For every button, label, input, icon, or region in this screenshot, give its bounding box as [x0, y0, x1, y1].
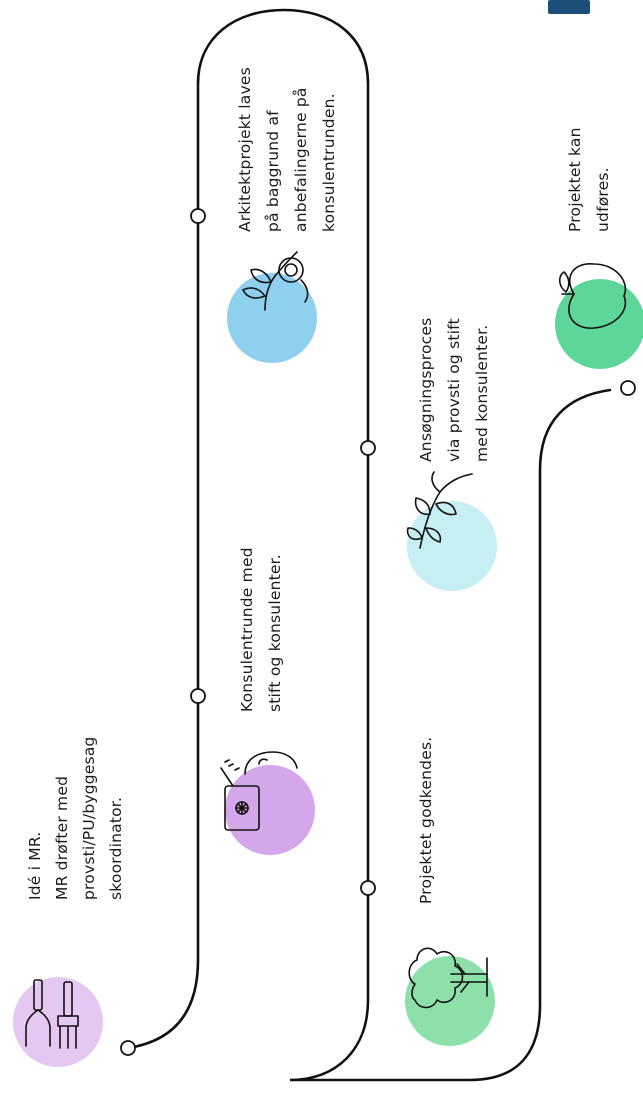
- step-ide-line-1: Idé i MR.: [26, 832, 44, 900]
- step-ide-line-3: provsti/PU/byggesag: [80, 736, 98, 900]
- circle-konsulentrunde: [225, 765, 315, 855]
- step-godkendes: Projektet godkendes.: [417, 737, 435, 904]
- tree-icon: [408, 947, 488, 1009]
- step-konsulentrunde-line-1: Konsulentrunde med: [238, 547, 256, 712]
- step-arkitektprojekt-line-2: på baggrund af: [264, 110, 282, 232]
- timeline-path: [126, 8, 612, 1082]
- node-arkitektprojekt: [190, 208, 206, 224]
- circle-udfores: [555, 279, 643, 369]
- node-start: [120, 1040, 136, 1056]
- step-ansogning-line-1: Ansøgningsproces: [417, 318, 435, 462]
- step-ide-line-4: skoordinator.: [107, 797, 125, 900]
- step-udfores-line-1: Projektet kan: [566, 127, 584, 232]
- step-arkitektprojekt-line-3: anbefalingerne på: [292, 87, 310, 232]
- watering-can-icon: [220, 751, 298, 831]
- step-arkitektprojekt-line-4: konsulentrunden.: [320, 93, 338, 232]
- circle-ansogning: [407, 501, 497, 591]
- node-godkendes: [360, 880, 376, 896]
- step-konsulentrunde: Konsulentrunde med stift og konsulenter.: [238, 547, 284, 712]
- step-udfores-line-2: udføres.: [594, 167, 612, 232]
- step-udfores: Projektet kan udføres.: [566, 127, 612, 232]
- garden-tools-icon: [25, 979, 79, 1049]
- step-ansogning: Ansøgningsproces via provsti og stift me…: [417, 318, 491, 462]
- corner-tab: [548, 0, 590, 14]
- step-konsulentrunde-line-2: stift og konsulenter.: [266, 554, 284, 712]
- step-arkitektprojekt-line-1: Arkitektprojekt laves: [236, 67, 254, 232]
- step-arkitektprojekt: Arkitektprojekt laves på baggrund af anb…: [236, 67, 338, 232]
- step-ansogning-line-2: via provsti og stift: [445, 318, 463, 462]
- node-konsulentrunde: [190, 688, 206, 704]
- step-ide: Idé i MR. MR drøfter med provsti/PU/bygg…: [26, 736, 125, 900]
- step-ansogning-line-3: med konsulenter.: [473, 325, 491, 462]
- step-godkendes-line-1: Projektet godkendes.: [417, 737, 435, 904]
- node-ansogning: [360, 440, 376, 456]
- apple-icon: [558, 263, 627, 329]
- step-ide-line-2: MR drøfter med: [53, 776, 71, 900]
- circle-arkitektprojekt: [227, 273, 317, 363]
- branch-icon: [406, 471, 473, 549]
- sprout-icon: [242, 251, 309, 311]
- node-udfores: [620, 380, 636, 396]
